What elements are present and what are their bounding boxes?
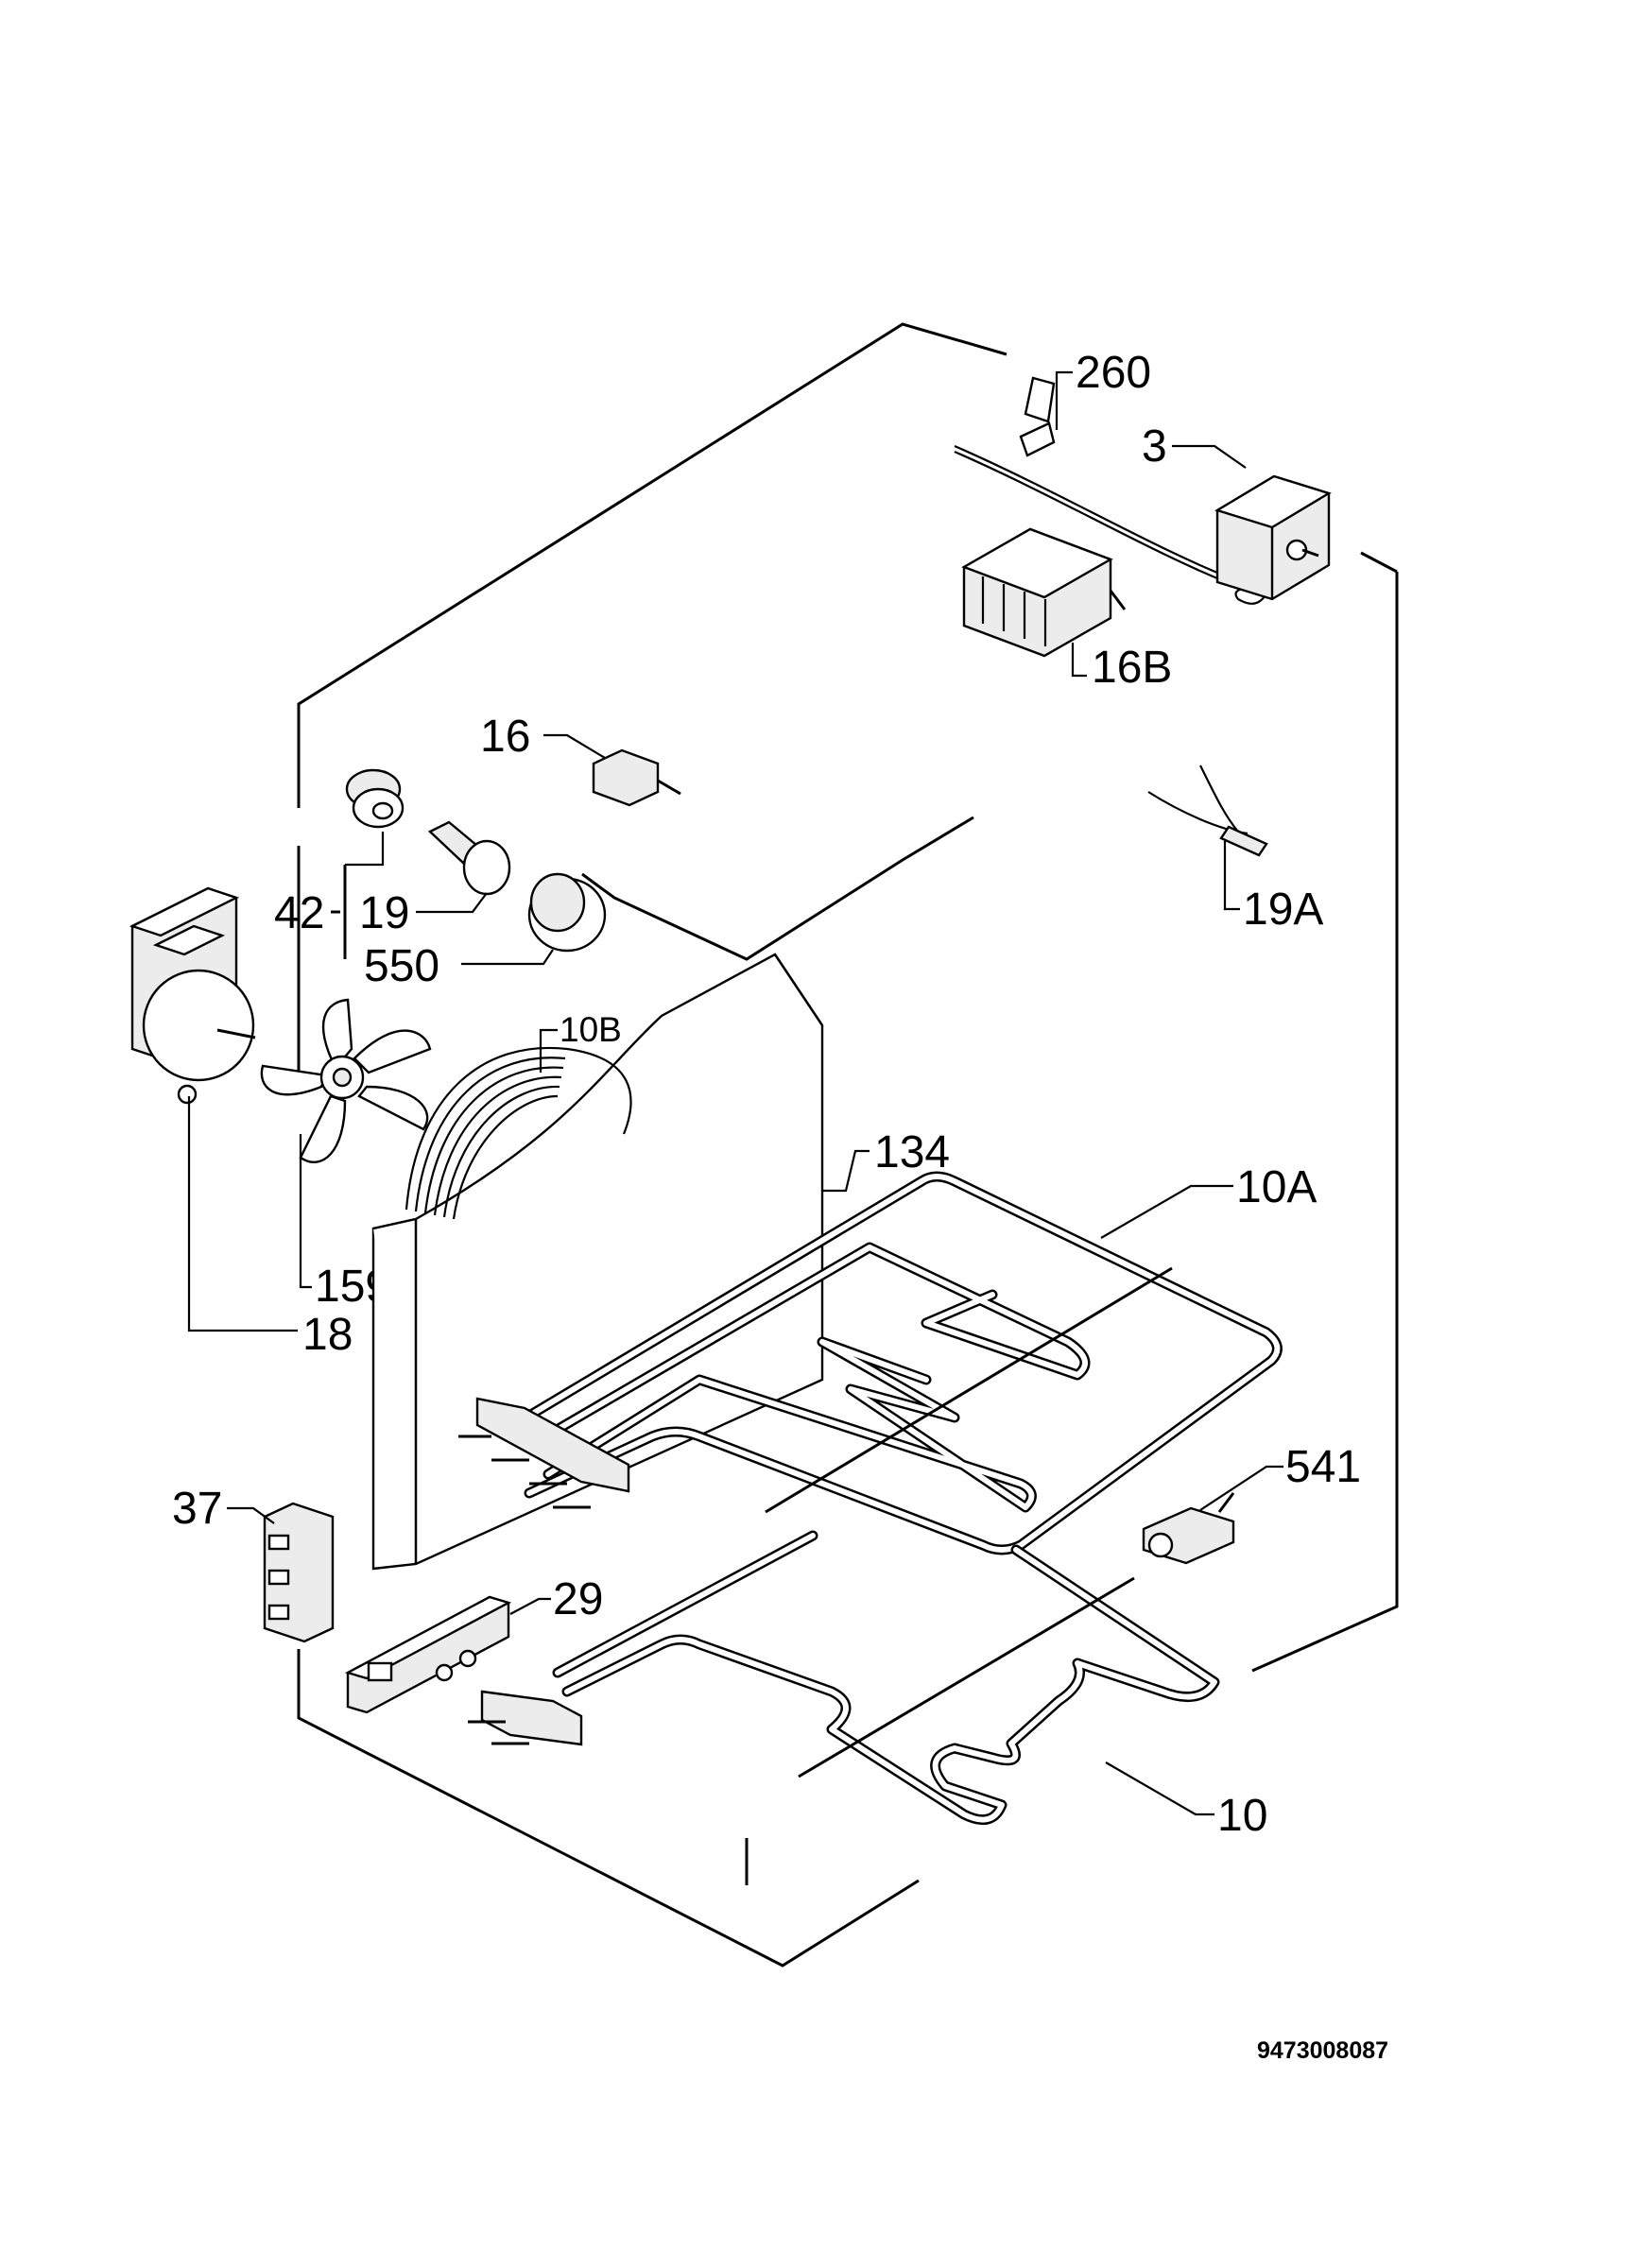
leader-10 (1105, 1761, 1214, 1816)
part-3-thermostat (1214, 474, 1332, 601)
part-19a-sensor (1147, 765, 1268, 857)
label-3: 3 (1142, 421, 1167, 472)
leader-29 (509, 1597, 551, 1615)
part-37-terminal-block (263, 1502, 335, 1643)
part-10a-grill-element (458, 1171, 1283, 1555)
label-19: 19 (359, 888, 409, 938)
part-16-push-switch (592, 748, 681, 807)
label-37: 37 (172, 1484, 222, 1534)
label-541: 541 (1285, 1442, 1361, 1492)
leader-19a (1223, 841, 1240, 911)
lamp-brace (331, 832, 554, 966)
label-10b: 10B (560, 1010, 622, 1049)
part-18-fan-motor (129, 886, 256, 1105)
oven-cabinet-outline (297, 322, 1399, 1967)
part-10b-circular-element (405, 1046, 632, 1220)
label-10a: 10A (1236, 1162, 1317, 1212)
part-550-lamp-cover (527, 872, 607, 953)
part-42-lamp-holder (345, 768, 405, 829)
part-260-clip (1019, 376, 1056, 457)
label-550: 550 (364, 941, 439, 991)
label-10: 10 (1217, 1791, 1267, 1841)
leader-260 (1055, 370, 1073, 430)
leader-16 (543, 733, 606, 759)
part-29-ignition-generator (344, 1595, 512, 1714)
leader-16b (1071, 643, 1087, 678)
label-16b: 16B (1092, 643, 1172, 693)
label-29: 29 (553, 1574, 603, 1624)
label-42: 42 (274, 888, 324, 938)
part-19-lamp-bulb (427, 820, 511, 896)
leader-10b (539, 1028, 558, 1073)
part-159-fan-blade (260, 998, 432, 1163)
label-18: 18 (302, 1310, 353, 1360)
label-134: 134 (874, 1127, 950, 1177)
part-10-lower-element (468, 1530, 1220, 1826)
leader-159 (299, 1134, 312, 1289)
part-16b-selector-switch (961, 527, 1127, 658)
leader-37 (227, 1506, 275, 1524)
leader-10a (1100, 1184, 1233, 1239)
leader-541 (1199, 1465, 1283, 1511)
leader-18 (187, 1096, 298, 1332)
leader-134 (822, 1149, 870, 1193)
part-541-connector (1142, 1492, 1235, 1565)
leader-3 (1172, 444, 1247, 469)
label-16: 16 (480, 712, 530, 762)
label-19a: 19A (1243, 885, 1323, 935)
drawing-code: 9473008087 (1257, 2037, 1388, 2064)
label-260: 260 (1076, 348, 1151, 398)
